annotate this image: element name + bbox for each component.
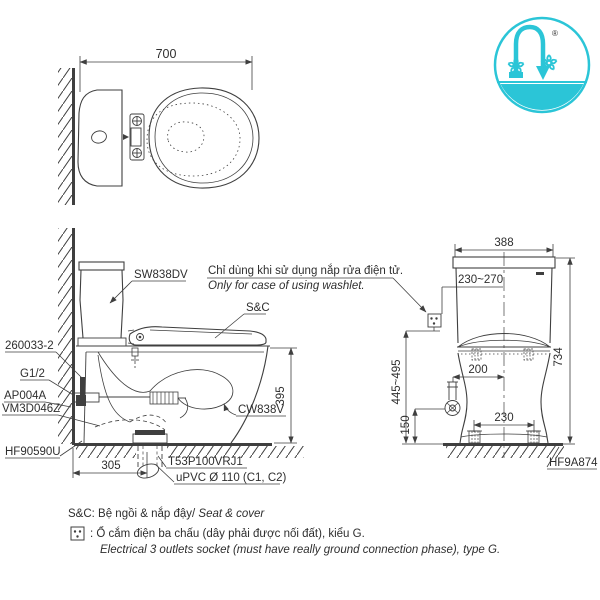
wall-hatch [58,68,72,205]
floor-bolts [467,430,541,444]
pipe-spec-label: uPVC Ø 110 (C1, C2) [176,472,287,484]
bowl-front [230,345,269,444]
tank-top-outline [77,89,123,187]
dim-230-label: 230 [494,412,513,424]
bowl-interior [94,351,234,431]
seat-hinge-top [129,113,145,161]
rear-view [402,244,597,470]
floor-set-part-label: HF9A874 [549,457,598,469]
flower-icon-right [540,54,558,71]
floor-line-side [74,443,272,446]
footnote-seat: S&C: Bệ ngồi & nắp đậy/ Seat & cover [68,507,265,520]
side-view [2,228,427,485]
dims-rear [402,244,597,470]
dim-445-495-label: 445~495 [391,359,403,404]
washlet-note-vi: Chỉ dùng khi sử dụng nắp rửa điện tử. [208,264,403,277]
wall-hatch-side [58,228,72,444]
leaders-side [2,277,427,485]
pedestal-left [457,352,468,444]
dim-700 [79,56,253,92]
floor-line-rear [443,443,563,446]
hinge-bolt [131,347,139,368]
dim-734-label: 734 [553,347,565,367]
dim-388-label: 388 [494,237,513,249]
flush-button [91,130,107,144]
washlet-note-en: Only for case of using washlet. [208,280,365,292]
seat-cover-outline [148,87,260,189]
tank-rear [452,256,556,344]
outlet-part-label: T53P100VRJ1 [168,456,243,468]
footnote-socket-vi: : Ổ cắm điện ba chấu (dây phải được nối … [90,527,365,540]
hinge-bolts-rear [471,348,534,361]
socket-icon [70,526,85,541]
tank-side [77,261,127,347]
footnotes: S&C: Bệ ngồi & nắp đậy/ Seat & cover : Ổ… [68,507,500,556]
supply-hardware [73,377,186,406]
registered-mark: ® [552,29,558,38]
seat-cover-label: S&C [246,302,270,314]
part-label-260033: 260033-2 [5,340,54,352]
supply-valve-rear [444,381,461,416]
dim-200-label: 200 [468,364,487,376]
dim-305-label: 305 [101,460,120,472]
dim-700-label: 700 [156,47,177,61]
dim-150-label: 150 [400,415,412,434]
top-view [58,56,260,205]
seat-cover-side [128,326,267,346]
dim-395 [270,347,297,444]
washlet-logo-icon: ® [493,16,591,114]
wall-line-side [72,228,75,445]
part-label-hf90590u: HF90590U [5,446,61,458]
dim-395-label: 395 [275,386,287,405]
dim-230-270-label: 230~270 [458,274,503,286]
footnote-socket-en: Electrical 3 outlets socket (must have r… [100,544,500,556]
tank-part-label: SW838DV [134,269,188,281]
part-label-vm3d046z: VM3D046Z [2,403,60,415]
dim-305 [72,448,148,478]
part-label-g12: G1/2 [20,368,45,380]
outlet-pipe [132,430,168,479]
flower-icon-left [507,57,525,74]
faucet-icon [513,24,546,74]
pedestal-right [540,352,551,444]
socket-box [427,313,442,328]
wall-line [72,68,75,205]
bowl-part-label: CW838V [238,404,284,416]
part-label-ap004a: AP004A [4,390,47,402]
